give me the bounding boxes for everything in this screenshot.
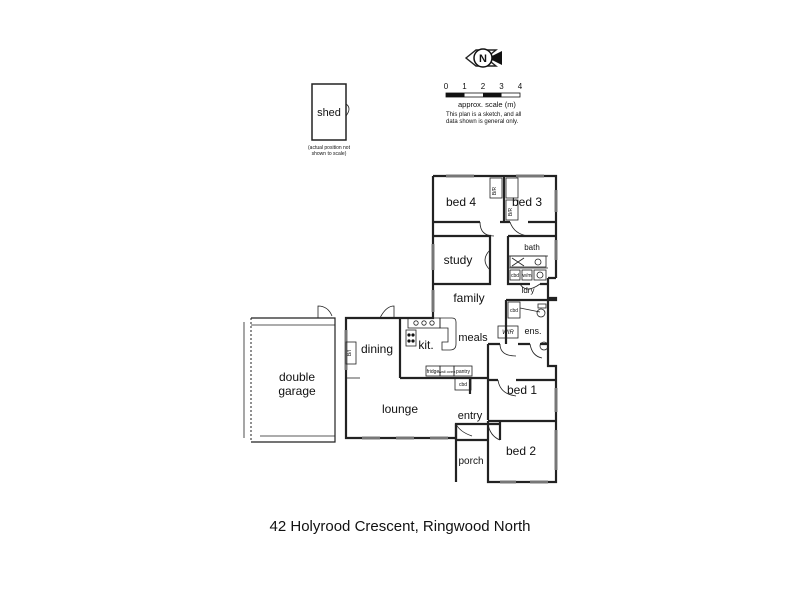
room-meals: meals xyxy=(458,332,488,344)
dining-bi-label: B/I xyxy=(347,350,353,356)
room-bed-1: bed 1 xyxy=(507,383,537,397)
room-bed-4: bed 4 xyxy=(446,195,476,209)
room-family: family xyxy=(453,291,484,305)
double-garage-label-line1: double xyxy=(279,370,315,384)
room-ens: ens. xyxy=(524,326,541,336)
pantry-label: pantry xyxy=(456,369,470,375)
room-bed-2: bed 2 xyxy=(506,444,536,458)
address-caption: 42 Holyrood Crescent, Ringwood North xyxy=(269,518,531,535)
room-wir: WIR xyxy=(502,330,514,336)
double-garage-label-line2: garage xyxy=(278,384,316,398)
shed-note-line1: (actual position not xyxy=(308,145,351,151)
scale-label: approx. scale (m) xyxy=(458,100,516,109)
fixtures: B/R B/R cbd w/m cbd B/I xyxy=(345,177,549,391)
shed-note-line2: shown to scale) xyxy=(312,151,347,157)
north-compass-icon: N xyxy=(464,48,502,68)
scale-tick-2: 2 xyxy=(481,82,486,91)
washing-machine-label: w/m xyxy=(522,273,531,279)
room-lounge: lounge xyxy=(382,402,418,416)
room-dining: dining xyxy=(361,342,393,356)
double-garage: double garage xyxy=(243,305,336,443)
wall-oven-label: wall oven xyxy=(439,369,456,374)
scale-note-line2: data shown is general only. xyxy=(446,119,519,125)
hall-cbd-label: cbd xyxy=(459,382,467,388)
room-bed-3: bed 3 xyxy=(512,195,542,209)
room-porch: porch xyxy=(458,456,483,467)
room-kitchen: kit. xyxy=(418,338,433,352)
house-walls xyxy=(344,174,558,484)
scale-tick-0: 0 xyxy=(444,82,449,91)
room-entry: entry xyxy=(458,410,483,422)
scale-tick-3: 3 xyxy=(499,82,504,91)
room-bath: bath xyxy=(524,243,540,252)
ldry-cbd-label: cbd xyxy=(511,273,519,279)
scale-note-line1: This plan is a sketch, and all xyxy=(446,112,521,118)
room-study: study xyxy=(444,253,473,267)
robe-label-2: B/R xyxy=(508,207,514,216)
scale-tick-4: 4 xyxy=(518,82,523,91)
shed: shed (actual position not shown to scale… xyxy=(308,83,351,157)
doors xyxy=(379,221,543,441)
room-labels: bed 4 bed 3 bath study ldry family ens. … xyxy=(361,195,542,467)
fridge-label: fridge xyxy=(427,369,440,375)
compass-label: N xyxy=(479,53,487,65)
robe-label-1: B/R xyxy=(492,186,498,195)
room-ldry: ldry xyxy=(522,286,535,295)
scale-tick-1: 1 xyxy=(462,82,467,91)
scale-bar: 0 1 2 3 4 approx. scale (m) This plan is… xyxy=(444,82,523,125)
ens-cbd-label: cbd xyxy=(510,308,518,314)
shed-label: shed xyxy=(317,107,341,119)
